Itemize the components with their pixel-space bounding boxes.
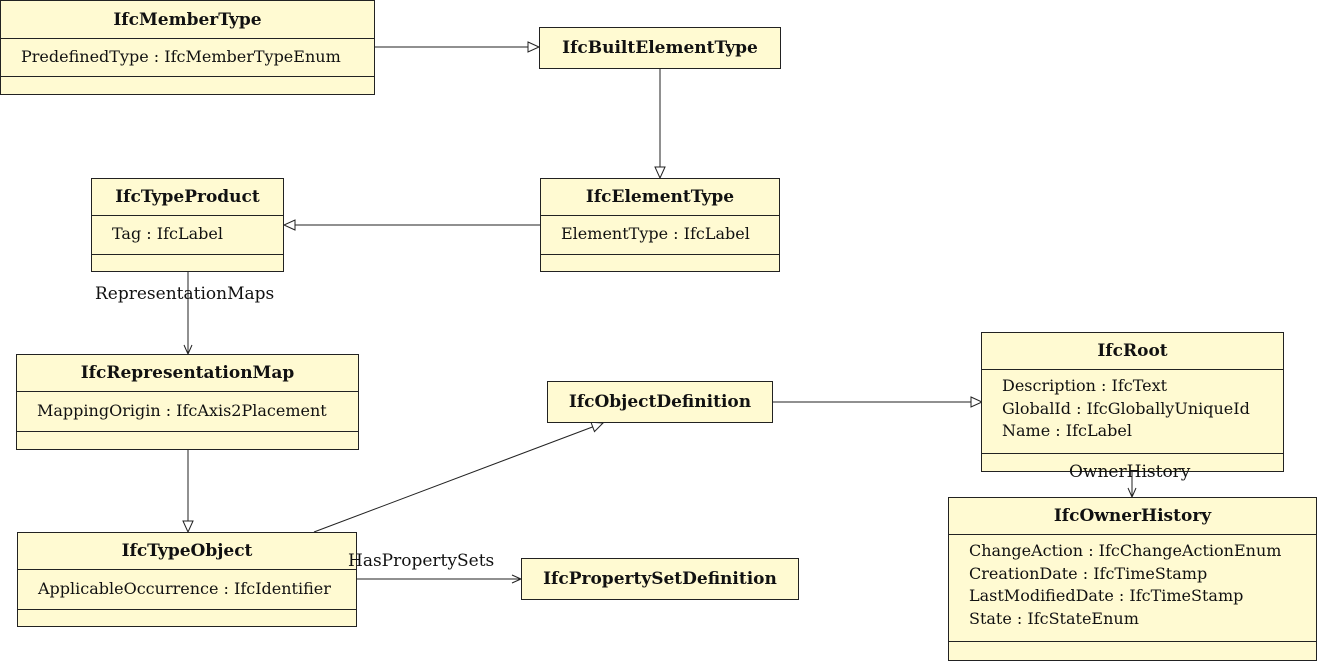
operations-compartment (949, 641, 1316, 661)
class-name: IfcObjectDefinition (568, 392, 752, 412)
class-ifcelementtype[interactable]: IfcElementType ElementType : IfcLabel (540, 178, 780, 272)
operations-compartment (1, 76, 374, 95)
class-name: IfcMemberType (113, 9, 262, 30)
attribute-list: MappingOrigin : IfcAxis2Placement (17, 391, 358, 431)
attribute: PredefinedType : IfcMemberTypeEnum (21, 47, 341, 66)
class-name: IfcBuiltElementType (562, 38, 758, 58)
class-ifcroot[interactable]: IfcRoot Description : IfcText GlobalId :… (981, 332, 1284, 472)
attribute-list: PredefinedType : IfcMemberTypeEnum (1, 38, 374, 76)
class-ifcobjectdefinition[interactable]: IfcObjectDefinition (547, 381, 773, 423)
class-ifcmembertype[interactable]: IfcMemberType PredefinedType : IfcMember… (0, 0, 375, 95)
generalization-typeobject-objectdefinition (313, 421, 605, 533)
attribute: GlobalId : IfcGloballyUniqueId (1002, 398, 1250, 418)
class-ifcbuiltelementtype[interactable]: IfcBuiltElementType (539, 27, 781, 69)
class-ifcownerhistory[interactable]: IfcOwnerHistory ChangeAction : IfcChange… (948, 497, 1317, 661)
operations-compartment (17, 431, 358, 450)
attribute: CreationDate : IfcTimeStamp (969, 563, 1208, 583)
attribute: ApplicableOccurrence : IfcIdentifier (38, 579, 331, 598)
class-name: IfcElementType (585, 187, 735, 207)
attribute-list: Tag : IfcLabel (92, 215, 283, 254)
attribute: Name : IfcLabel (1002, 421, 1132, 440)
attribute: Description : IfcText (1002, 376, 1168, 395)
class-ifctypeobject[interactable]: IfcTypeObject ApplicableOccurrence : Ifc… (17, 532, 357, 627)
attribute: ElementType : IfcLabel (561, 224, 750, 243)
attribute-list: ApplicableOccurrence : IfcIdentifier (18, 569, 356, 609)
attribute: ChangeAction : IfcChangeActionEnum (969, 541, 1282, 560)
attribute: Tag : IfcLabel (112, 224, 223, 243)
class-ifctypeproduct[interactable]: IfcTypeProduct Tag : IfcLabel (91, 178, 284, 272)
attribute-list: ElementType : IfcLabel (541, 215, 779, 254)
operations-compartment (18, 609, 356, 627)
class-name: IfcPropertySetDefinition (543, 569, 777, 589)
class-ifcrepresentationmap[interactable]: IfcRepresentationMap MappingOrigin : Ifc… (16, 354, 359, 450)
attribute-list: ChangeAction : IfcChangeActionEnum Creat… (949, 534, 1316, 641)
class-name: IfcOwnerHistory (1053, 506, 1212, 526)
attribute: LastModifiedDate : IfcTimeStamp (969, 586, 1244, 605)
class-name: IfcRepresentationMap (80, 363, 295, 383)
class-name: IfcRoot (1097, 341, 1168, 361)
operations-compartment (541, 254, 779, 272)
attribute: State : IfcStateEnum (969, 608, 1139, 628)
association-label-representationmaps: RepresentationMaps (95, 284, 275, 304)
class-name: IfcTypeProduct (115, 187, 260, 207)
class-name: IfcTypeObject (121, 541, 253, 561)
attribute-list: Description : IfcText GlobalId : IfcGlob… (982, 369, 1283, 453)
operations-compartment (92, 254, 283, 272)
attribute: MappingOrigin : IfcAxis2Placement (37, 401, 327, 420)
operations-compartment (982, 453, 1283, 472)
class-ifcpropertysetdefinition[interactable]: IfcPropertySetDefinition (521, 558, 799, 600)
association-label-ownerhistory: OwnerHistory (1069, 462, 1191, 482)
association-label-haspropertysets: HasPropertySets (348, 551, 495, 571)
